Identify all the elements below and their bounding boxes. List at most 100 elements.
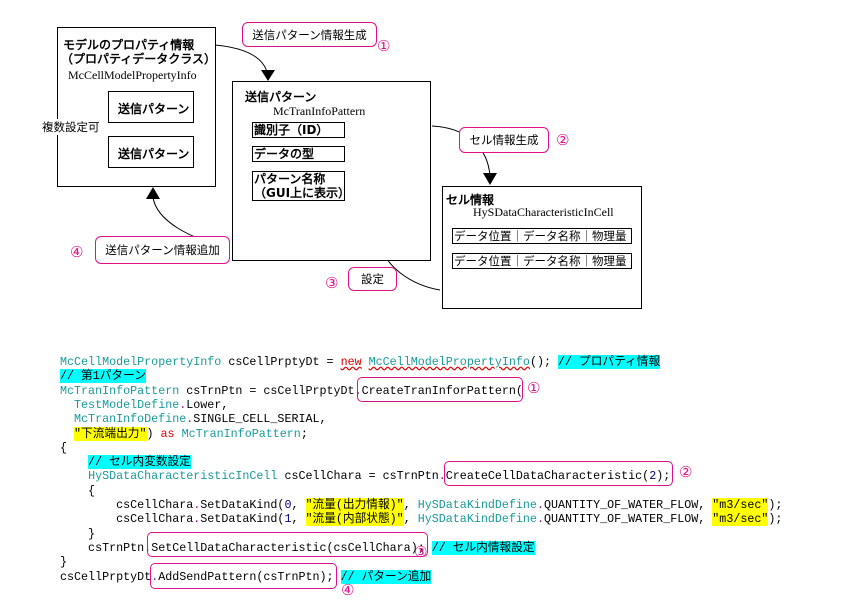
- code-step1-number: ①: [527, 379, 541, 397]
- code-token: HySDataKindDefine: [417, 498, 537, 512]
- code-line: // セル内変数設定: [60, 455, 191, 470]
- code-token: ): [146, 426, 161, 441]
- code-line: McTranInfoPattern csTrnPtn = csCellPrpty…: [60, 384, 523, 398]
- code-token: {: [60, 440, 68, 455]
- code-line: csCellChara.SetDataKind(1, "流量(内部状態)", H…: [60, 512, 782, 527]
- field-id: 識別子（ID）: [252, 122, 345, 138]
- code-line: "下流端出力") as McTranInfoPattern;: [60, 426, 308, 441]
- code-token: [60, 469, 88, 483]
- code-token: [60, 455, 88, 469]
- code-token: as: [160, 426, 175, 441]
- code-token: McCellModelPropertyInfo: [60, 355, 222, 369]
- code-line: McTranInfoDefine.SINGLE_CELL_SERIAL,: [60, 412, 327, 426]
- arrowhead-step4: [146, 187, 160, 199]
- code-token: ,: [291, 512, 306, 527]
- field-pattern-name: パターン名称 （GUI上に表示）: [252, 171, 351, 201]
- step2-number: ②: [556, 131, 570, 149]
- code-token: .: [354, 383, 362, 398]
- code-token: .: [186, 412, 194, 427]
- code-token: [60, 412, 74, 426]
- code-token: .: [151, 569, 159, 584]
- code-token: // セル内変数設定: [88, 455, 191, 470]
- code-token: );: [768, 498, 783, 512]
- code-line: csCellPrptyDt.AddSendPattern(csTrnPtn); …: [60, 569, 432, 584]
- code-line: // 第1パターン: [60, 369, 146, 384]
- step4-label: 送信パターン情報追加: [95, 236, 230, 264]
- highlight-set-cell-data: [147, 532, 428, 557]
- code-line: }: [60, 527, 95, 541]
- code-token: McTranInfoDefine: [74, 412, 187, 427]
- code-token: Lower,: [186, 397, 229, 412]
- code-token: 0: [284, 498, 292, 512]
- highlight-create-cell-data: [444, 461, 673, 486]
- code-token: }: [60, 526, 96, 541]
- code-token: [60, 427, 74, 441]
- code-line: csCellChara. SetDataKind(0, "流量(出力情報)", H…: [60, 498, 782, 512]
- pattern-box-title: 送信パターン: [245, 90, 317, 104]
- code-token: QUANTITY_OF_WATER_FLOW,: [543, 512, 713, 527]
- code-token: SetDataKind(: [200, 512, 285, 527]
- cell-data-row: データ位置｜データ名称｜物理量: [452, 253, 632, 269]
- code-token: // セル内情報設定: [431, 540, 535, 555]
- model-property-box: モデルのプロパティ情報 （プロパティデータクラス） McCellModelPro…: [57, 27, 216, 187]
- code-step3-number: ③: [414, 543, 428, 561]
- code-token: "流量(内部状態)": [305, 512, 404, 527]
- code-token: // パターン追加: [340, 569, 432, 584]
- highlight-add-send-pattern: [150, 563, 337, 589]
- code-token: "下流端出力": [74, 426, 147, 441]
- code-token: HySDataKindDefine: [417, 512, 537, 527]
- code-line: {: [60, 441, 67, 455]
- code-token: csCellChara: [60, 512, 194, 527]
- code-token: CreateCellDataCharacteristic(: [445, 469, 650, 484]
- code-token: "m3/sec": [712, 512, 769, 527]
- code-token: ,: [403, 498, 418, 512]
- code-token: {: [60, 483, 96, 498]
- code-token: "流量(出力情報)": [305, 498, 404, 512]
- code-token: new: [340, 355, 362, 369]
- code-token: ;: [300, 426, 308, 441]
- code-token: // プロパティ情報: [558, 355, 661, 369]
- code-token: SINGLE_CELL_SERIAL,: [193, 412, 327, 427]
- code-token: csTrnPtn: [60, 540, 145, 555]
- step1-label: 送信パターン情報生成: [242, 22, 377, 47]
- step1-number: ①: [377, 37, 391, 55]
- code-step4-number: ④: [341, 581, 355, 599]
- model-box-title: モデルのプロパティ情報: [63, 38, 195, 52]
- code-token: SetDataKind(: [200, 498, 285, 512]
- code-token: // 第1パターン: [60, 369, 146, 384]
- code-line: TestModelDefine.Lower,: [60, 398, 228, 412]
- cell-box-class: HySDataCharacteristicInCell: [473, 205, 614, 219]
- code-step2-number: ②: [679, 463, 693, 481]
- code-token: .: [536, 498, 544, 512]
- code-token: CreateTranInforPattern(: [361, 383, 523, 398]
- code-token: }: [60, 555, 68, 570]
- code-token: ,: [403, 512, 418, 527]
- code-token: .: [193, 512, 201, 527]
- code-token: [60, 398, 74, 412]
- code-token: csCellPrptyDt =: [221, 355, 341, 369]
- multi-setting-note: 複数設定可: [42, 119, 100, 135]
- field-pattern-name-line2: （GUI上に表示）: [254, 186, 351, 200]
- cell-info-box: セル情報 HySDataCharacteristicInCell データ位置｜デ…: [442, 186, 642, 309]
- step3-label: 設定: [348, 267, 397, 291]
- arrowhead-step1: [261, 70, 275, 81]
- code-line: HySDataCharacteristicInCell csCellChara …: [60, 469, 670, 483]
- step3-number: ③: [325, 274, 339, 292]
- code-line: }: [60, 555, 67, 569]
- code-token: ,: [291, 498, 306, 512]
- tran-pattern-box: 送信パターン McTranInfoPattern 識別子（ID） データの型 パ…: [232, 81, 431, 261]
- code-line: {: [60, 484, 95, 498]
- code-token: 1: [284, 512, 292, 527]
- code-token: McTranInfoPattern: [60, 383, 180, 398]
- model-item-pattern: 送信パターン: [108, 91, 194, 123]
- code-token: TestModelDefine: [74, 397, 180, 412]
- step2-label: セル情報生成: [459, 127, 549, 153]
- pattern-box-class: McTranInfoPattern: [273, 104, 366, 118]
- code-token: csCellChara: [60, 498, 194, 512]
- code-token: AddSendPattern(csTrnPtn);: [158, 569, 341, 584]
- code-token: HySDataCharacteristicInCell: [88, 469, 278, 484]
- field-pattern-name-line1: パターン名称: [254, 172, 326, 186]
- code-token: .: [438, 469, 446, 484]
- code-token: [362, 355, 369, 369]
- code-token: csTrnPtn = csCellPrptyDt: [179, 383, 355, 398]
